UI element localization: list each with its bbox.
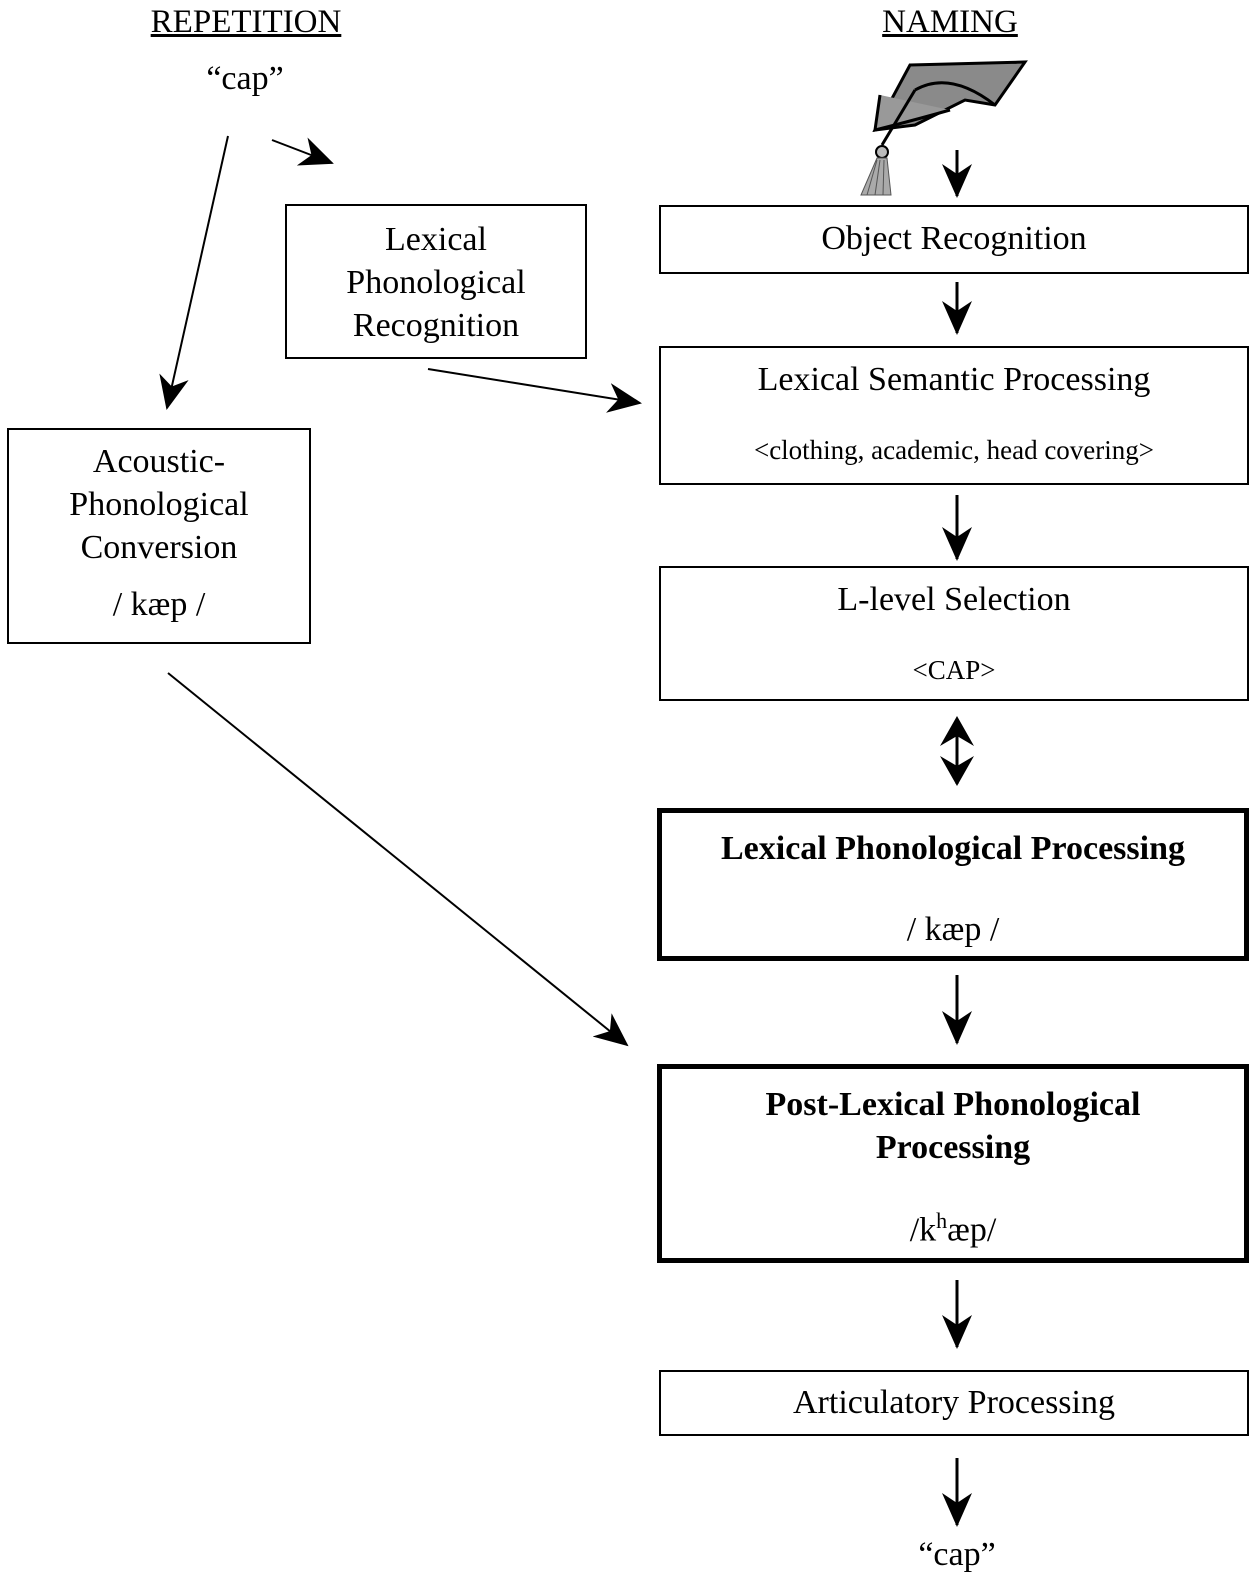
lexical-phonological-processing-label: Lexical Phonological Processing (720, 830, 1185, 867)
post-lexical-form: /khæp/ (662, 1199, 1244, 1251)
acoustic-phonological-conversion-box: Acoustic- Phonological Conversion / kæp … (7, 428, 311, 644)
arrow-acoustic-to-post-lexical (167, 672, 629, 1047)
acoustic-phonological-conversion-label: Acoustic- Phonological Conversion (69, 443, 249, 566)
arrow-lexical-recognition-to-semantic (427, 368, 642, 413)
lexical-phonological-form: / kæp / (906, 911, 1000, 948)
post-lexical-form-superscript: h (936, 1208, 948, 1233)
repetition-header: REPETITION (150, 4, 342, 40)
lexical-semantic-processing-box: Lexical Semantic Processing <clothing, a… (659, 346, 1249, 485)
object-recognition-box: Object Recognition (659, 205, 1249, 274)
arrow-input-to-lexical-recognition (271, 137, 334, 166)
articulatory-processing-box: Articulatory Processing (659, 1370, 1249, 1436)
lexical-phonological-recognition-label: Lexical Phonological Recognition (346, 221, 526, 344)
acoustic-form: / kæp / (112, 586, 206, 623)
arrow-input-to-acoustic (159, 135, 229, 410)
naming-header: NAMING (882, 4, 1018, 40)
input-word: “cap” (206, 60, 284, 97)
l-level-selection-box: L-level Selection <CAP> (659, 566, 1249, 701)
articulatory-processing-label: Articulatory Processing (793, 1384, 1115, 1421)
lexical-phonological-processing-box: Lexical Phonological Processing / kæp / (657, 808, 1249, 961)
post-lexical-form-rest: æp/ (947, 1211, 997, 1249)
output-word: “cap” (918, 1536, 996, 1573)
object-recognition-label: Object Recognition (821, 220, 1087, 257)
lexical-phonological-recognition-box: Lexical Phonological Recognition (285, 204, 587, 359)
post-lexical-form-base: /k (909, 1211, 937, 1249)
post-lexical-phonological-processing-box: Post-Lexical Phonological Processing /kh… (657, 1064, 1249, 1263)
graduation-cap-icon (860, 60, 1028, 196)
post-lexical-phonological-processing-label: Post-Lexical Phonological Processing (765, 1086, 1141, 1166)
l-level-item: <CAP> (912, 655, 996, 685)
lexical-semantic-processing-label: Lexical Semantic Processing (757, 361, 1151, 398)
l-level-selection-label: L-level Selection (837, 581, 1071, 618)
semantic-features: <clothing, academic, head covering> (753, 435, 1155, 465)
